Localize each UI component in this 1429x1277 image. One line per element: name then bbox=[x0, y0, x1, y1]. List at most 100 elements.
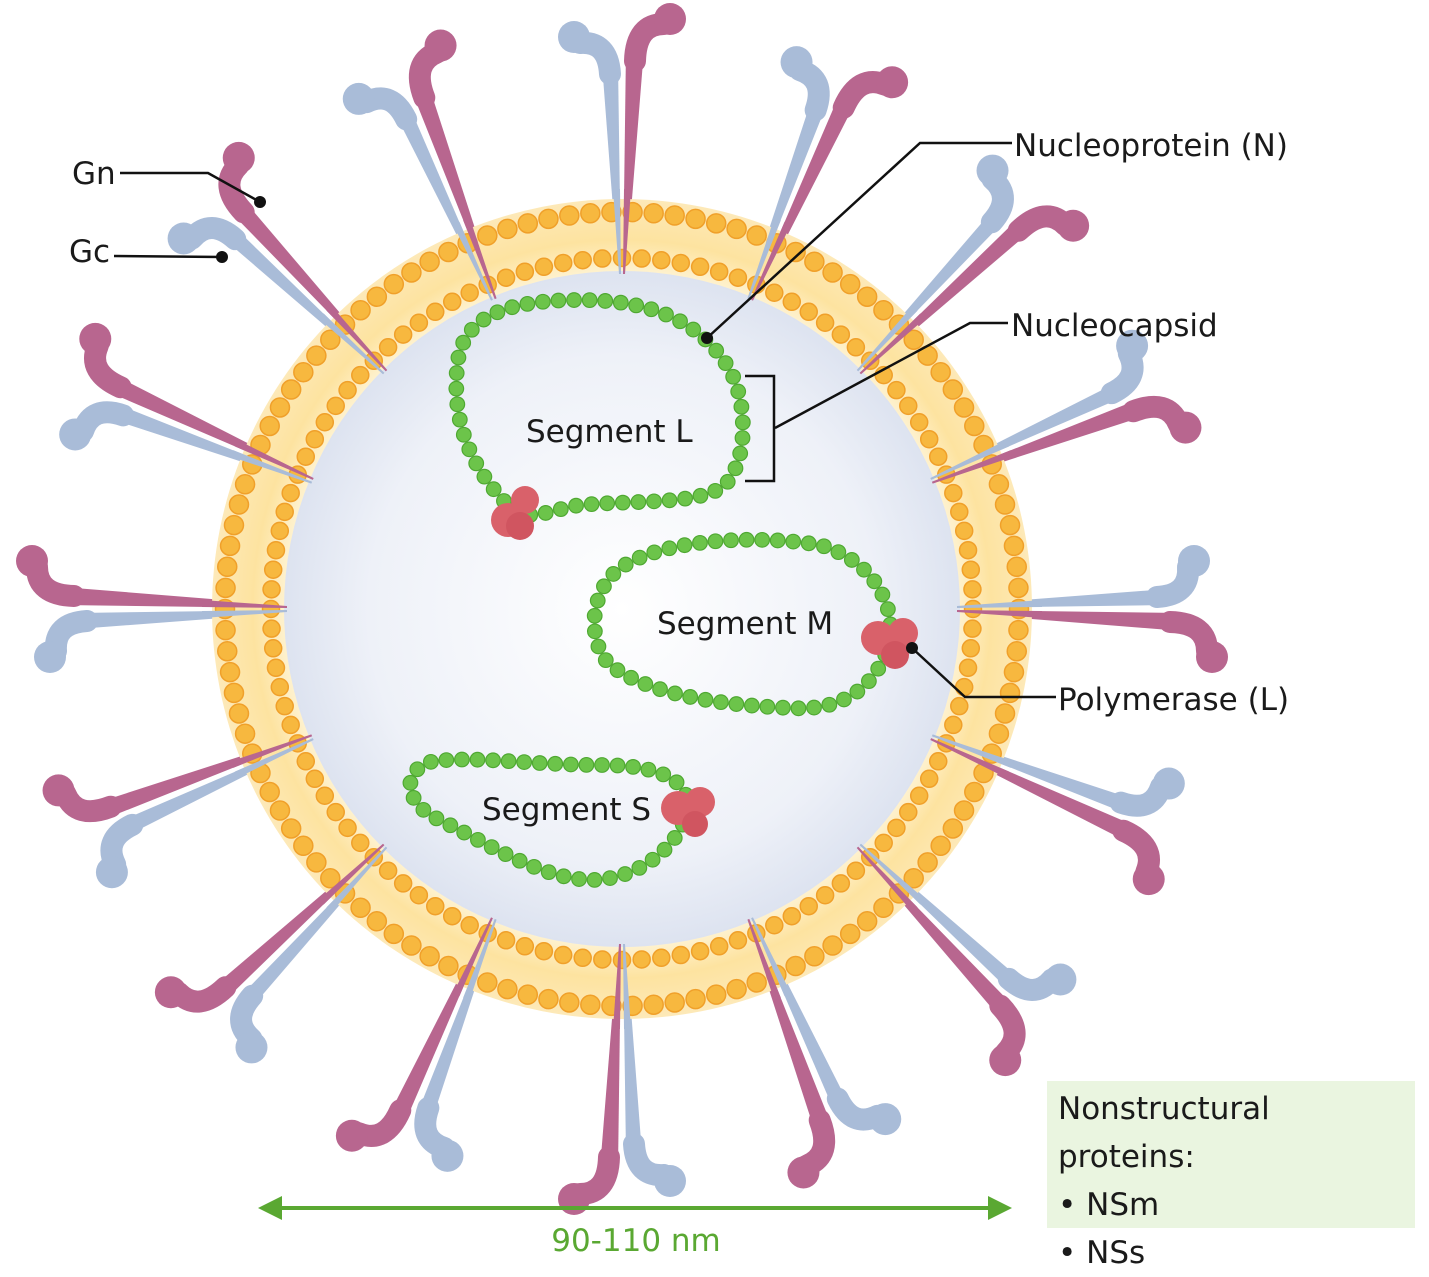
nucleoprotein-bead bbox=[617, 556, 634, 573]
nucleoprotein-bead bbox=[562, 756, 579, 773]
lipid-bead bbox=[822, 262, 843, 283]
lipid-bead bbox=[652, 948, 671, 968]
nucleoprotein-bead bbox=[485, 481, 502, 498]
gc-anchor bbox=[326, 846, 388, 913]
nucleoprotein-bead bbox=[816, 538, 832, 555]
spike-anchor bbox=[930, 439, 1014, 484]
lipid-bead bbox=[293, 361, 314, 383]
nucleoprotein-bead bbox=[597, 652, 614, 669]
lipid-bead bbox=[378, 861, 398, 880]
nucleoprotein-bead bbox=[590, 638, 607, 655]
gn-anchor bbox=[230, 734, 313, 768]
gc-knob bbox=[869, 1103, 902, 1136]
lipid-bead bbox=[261, 599, 281, 619]
nucleoprotein-bead bbox=[623, 669, 639, 686]
polymerase-m-segment bbox=[861, 618, 918, 669]
nucleoprotein-bead bbox=[450, 349, 467, 366]
nucleoprotein-bead bbox=[879, 601, 896, 618]
lipid-bead bbox=[315, 786, 335, 805]
lipid-bead bbox=[259, 781, 280, 803]
diameter-arrow bbox=[258, 1196, 1012, 1220]
lipid-bead bbox=[280, 379, 302, 400]
lipid-bead bbox=[919, 769, 939, 789]
nucleoprotein-bead bbox=[630, 494, 647, 510]
nucleoprotein-bead bbox=[734, 430, 751, 446]
lipid-bead bbox=[953, 397, 975, 418]
gc-anchor bbox=[856, 305, 918, 372]
nucleoprotein-bead bbox=[537, 505, 554, 521]
lipid-bead bbox=[1008, 577, 1029, 599]
nucleoprotein-bead bbox=[550, 292, 567, 309]
lipid-bead bbox=[958, 658, 978, 678]
lipid-bead bbox=[671, 945, 691, 965]
lipid-bead bbox=[216, 640, 238, 662]
gn-anchor bbox=[318, 843, 385, 905]
nucleoprotein-bead bbox=[526, 858, 542, 875]
nucleoprotein-bead bbox=[605, 566, 622, 582]
lipid-bead bbox=[517, 984, 539, 1005]
spike-anchor bbox=[856, 305, 926, 375]
nucleoprotein-bead bbox=[617, 866, 633, 882]
nucleocapsid-bracket bbox=[745, 374, 776, 483]
lipid-bead bbox=[942, 379, 964, 400]
lipid-bead bbox=[928, 447, 948, 466]
lipid-bead bbox=[860, 351, 880, 371]
spike-anchor bbox=[230, 734, 314, 779]
lipid-bead bbox=[612, 248, 632, 268]
lipid-bead bbox=[496, 268, 516, 287]
nucleoprotein-bead bbox=[677, 490, 694, 507]
lipid-bead bbox=[765, 915, 784, 935]
gc-anchor bbox=[234, 738, 314, 779]
nucleoprotein-bead bbox=[672, 313, 688, 330]
nucleoprotein-bead bbox=[707, 533, 724, 550]
spike-anchor bbox=[318, 305, 388, 375]
lipid-bead bbox=[293, 835, 314, 857]
gn-knob bbox=[558, 1183, 590, 1215]
segment-s-label: Segment S bbox=[482, 792, 651, 828]
lipid-bead bbox=[553, 253, 573, 273]
nucleoprotein-bead bbox=[870, 660, 887, 677]
nucleoprotein-bead bbox=[836, 691, 852, 708]
lipid-bead bbox=[263, 560, 283, 579]
nucleoprotein-bead bbox=[504, 299, 521, 316]
gc-anchor bbox=[957, 600, 1042, 608]
lipid-bead bbox=[320, 868, 341, 889]
lipid-bead bbox=[401, 935, 422, 956]
lipid-bead bbox=[326, 802, 345, 822]
spike-anchor bbox=[930, 734, 1014, 779]
nucleoprotein-bead bbox=[596, 578, 612, 595]
lipid-bead bbox=[383, 273, 405, 295]
lipid-bead bbox=[726, 978, 747, 1000]
gn-knob bbox=[16, 545, 48, 577]
lipid-bead bbox=[899, 802, 918, 822]
gc-knob bbox=[1044, 963, 1077, 996]
nucleoprotein-bead bbox=[646, 544, 663, 561]
lipid-bead bbox=[944, 483, 963, 503]
gn-knob bbox=[42, 774, 75, 807]
lipid-bead bbox=[1006, 556, 1028, 578]
lipid-bead bbox=[839, 923, 861, 945]
lipid-bead bbox=[477, 972, 498, 993]
nucleoprotein-bead bbox=[843, 552, 860, 568]
nucleoprotein-bead bbox=[644, 851, 661, 868]
gn-anchor bbox=[931, 450, 1014, 484]
gn-anchor bbox=[463, 217, 497, 300]
gn-knob bbox=[154, 976, 187, 1009]
gn-knob bbox=[989, 1044, 1022, 1077]
lipid-bead bbox=[671, 253, 691, 273]
nucleoprotein-bead bbox=[519, 295, 536, 312]
nucleoprotein-bead bbox=[682, 689, 699, 705]
lipid-bead bbox=[438, 241, 459, 263]
lipid-bead bbox=[364, 351, 384, 371]
gc-knob bbox=[1152, 767, 1185, 800]
gc-anchor bbox=[623, 944, 631, 1029]
lipid-bead bbox=[782, 906, 802, 926]
nucleoprotein-bead bbox=[612, 294, 629, 311]
lipid-bead bbox=[822, 935, 843, 956]
nucleoprotein-bead bbox=[806, 699, 822, 716]
lipid-bead bbox=[460, 283, 479, 303]
lipid-bead bbox=[270, 521, 290, 541]
spike-anchor bbox=[230, 439, 314, 484]
lipid-bead bbox=[215, 619, 236, 641]
